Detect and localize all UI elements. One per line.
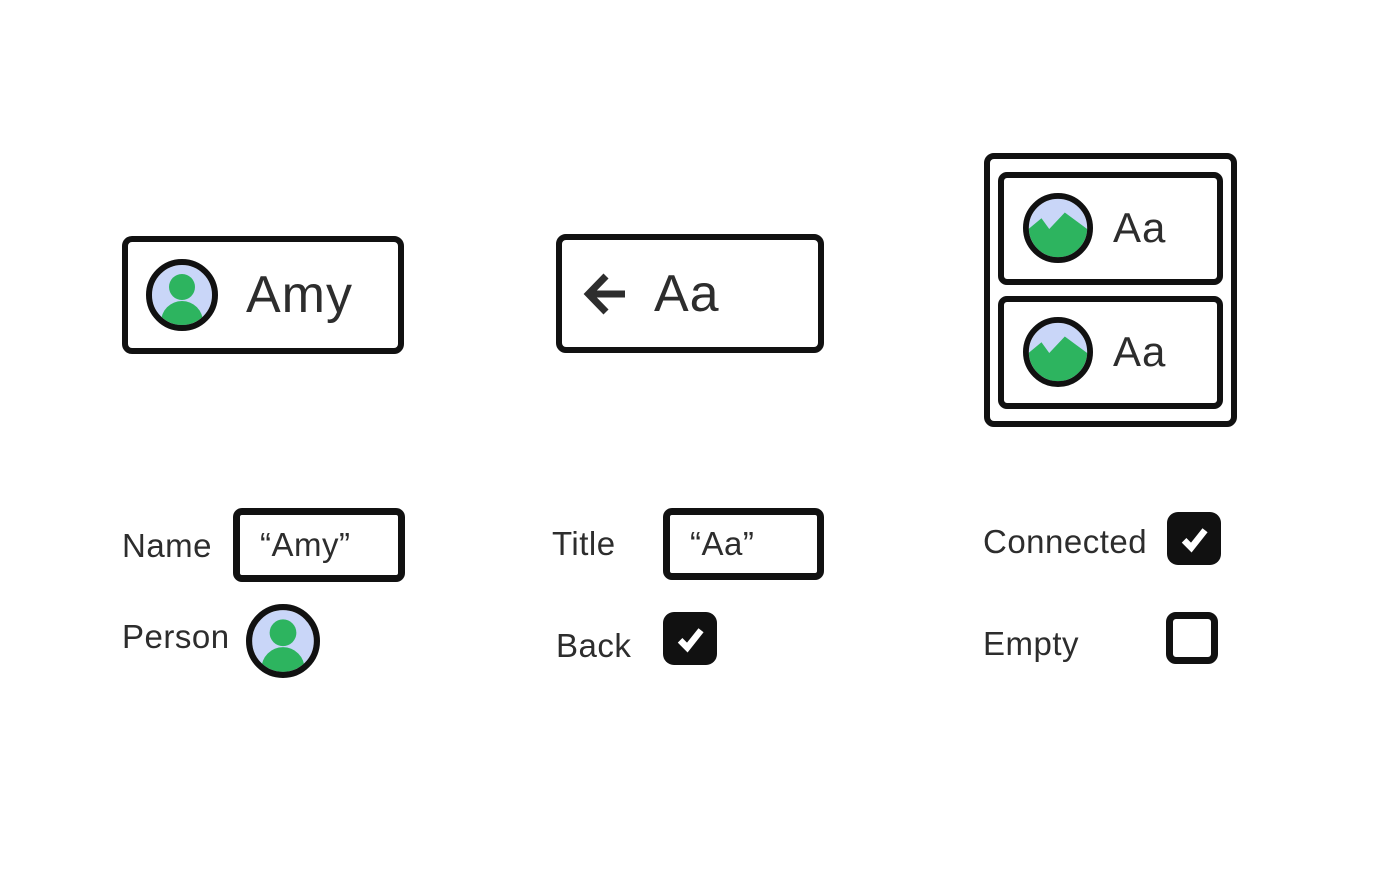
title-input[interactable]: “Aa” xyxy=(663,508,824,580)
person-avatar-icon[interactable] xyxy=(246,604,320,678)
back-card[interactable]: Aa xyxy=(556,234,824,353)
title-input-value: “Aa” xyxy=(690,525,755,562)
connected-card-1-title: Aa xyxy=(1113,204,1167,251)
title-label: Title xyxy=(552,525,616,562)
checkmark-icon xyxy=(677,627,704,653)
image-icon xyxy=(1023,193,1093,263)
back-checkbox[interactable] xyxy=(663,612,717,665)
checkmark-icon xyxy=(1181,527,1208,553)
person-label: Person xyxy=(122,618,230,655)
name-input[interactable]: “Amy” xyxy=(233,508,405,582)
connected-cards-group[interactable]: Aa Aa xyxy=(984,153,1237,427)
person-card[interactable]: Amy xyxy=(122,236,404,354)
back-card-title: Aa xyxy=(654,264,720,323)
image-icon xyxy=(1023,317,1093,387)
name-label: Name xyxy=(122,527,213,564)
empty-checkbox[interactable] xyxy=(1166,612,1218,664)
connected-checkbox[interactable] xyxy=(1167,512,1221,565)
name-input-value: “Amy” xyxy=(260,526,351,563)
connected-card-2-title: Aa xyxy=(1113,328,1167,375)
connected-label: Connected xyxy=(983,523,1148,560)
connected-card-1[interactable]: Aa xyxy=(998,171,1223,285)
person-card-title: Amy xyxy=(246,266,353,324)
back-label: Back xyxy=(556,627,632,664)
back-arrow-icon[interactable] xyxy=(583,270,627,318)
person-avatar-icon xyxy=(146,259,218,331)
empty-label: Empty xyxy=(983,625,1080,662)
connected-card-2[interactable]: Aa xyxy=(998,295,1223,409)
